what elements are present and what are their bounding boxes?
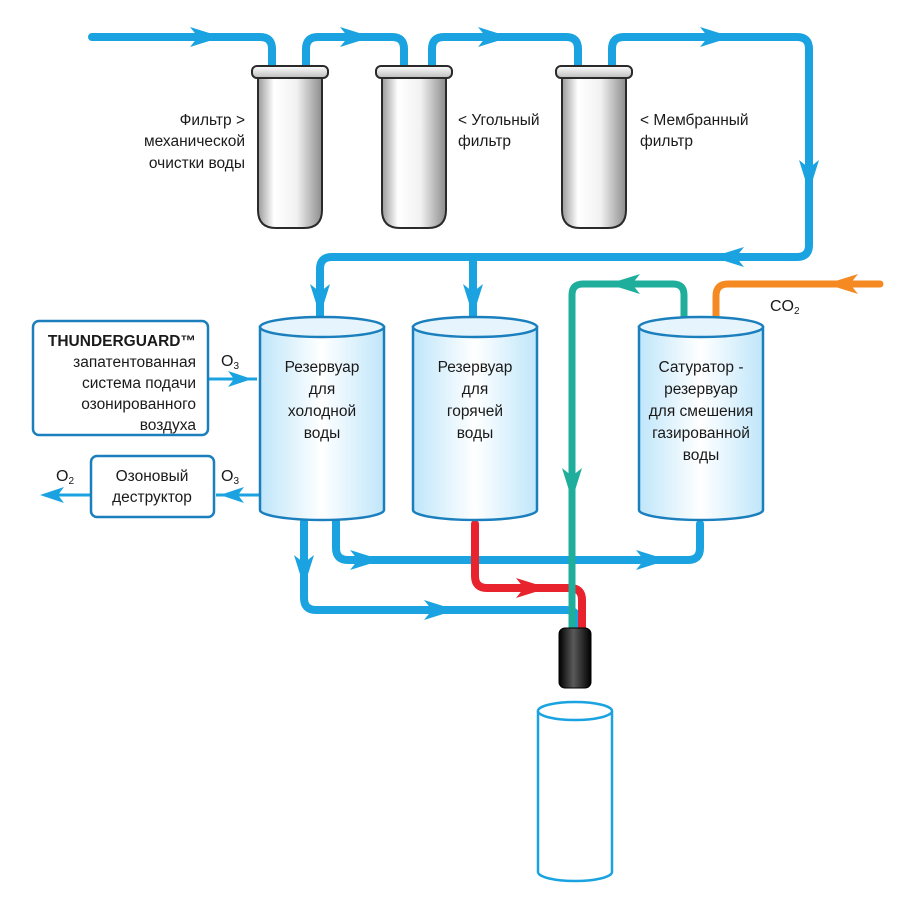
- glass: [536, 700, 614, 883]
- filter3-to-tanks-pipe: [316, 33, 813, 322]
- label-line: механической: [144, 133, 245, 150]
- flow-arrow-down: [562, 468, 582, 500]
- flow-arrow-right: [424, 600, 456, 620]
- o2-label: O2: [56, 468, 74, 487]
- gas-subscript: 3: [233, 476, 239, 487]
- co2-label: CO2: [770, 298, 800, 317]
- label-line: Сатуратор -: [658, 359, 743, 376]
- carbon-filter-label: < Угольный фильтр: [458, 112, 540, 150]
- flow-arrow-right: [350, 550, 382, 570]
- filter2-to-filter3-pipe: [428, 33, 582, 72]
- ozone-destructor-label: Озоновый деструктор: [112, 468, 192, 506]
- inlet-pipe: [88, 33, 276, 72]
- flow-arrow-down: [310, 284, 330, 316]
- flow-arrow-right: [478, 27, 510, 47]
- flow-arrow-down: [799, 160, 819, 192]
- label-line: запатентованная: [73, 354, 196, 371]
- label-line: Озоновый: [116, 468, 189, 485]
- label-line: < Угольный: [458, 112, 540, 129]
- label-line: газированной: [652, 425, 750, 442]
- hot-water-tank: [411, 315, 539, 522]
- label-line: резервуар: [664, 381, 738, 398]
- label-line: фильтр: [458, 133, 511, 150]
- label-line: горячей: [447, 403, 503, 420]
- gas-symbol: O: [56, 468, 68, 485]
- label-line: для смешения: [649, 403, 753, 420]
- flow-arrow-down: [294, 555, 314, 587]
- gas-subscript: 2: [794, 306, 800, 317]
- label-line: воды: [457, 425, 494, 442]
- gas-symbol: CO: [770, 298, 794, 315]
- gas-subscript: 2: [68, 476, 74, 487]
- hot-tank-label: Резервуар для горячей воды: [438, 359, 513, 442]
- flow-arrows: [40, 27, 858, 620]
- mechanical-filter-label: Фильтр > механической очистки воды: [144, 112, 245, 172]
- dispenser-nozzle: [558, 627, 592, 689]
- label-line: воды: [304, 425, 341, 442]
- label-line: озонированного: [81, 396, 196, 413]
- flow-arrow-right: [228, 371, 252, 387]
- label-line: Резервуар: [438, 359, 513, 376]
- carbon-filter: [375, 65, 453, 229]
- flow-arrow-left: [608, 274, 640, 294]
- saturator-tank: [637, 315, 765, 522]
- gas-symbol: O: [221, 353, 233, 370]
- ozone-destructor-box: [89, 454, 216, 519]
- flow-arrow-left: [826, 274, 858, 294]
- flow-arrow-left: [220, 487, 244, 503]
- cold-tank-label: Резервуар для холодной воды: [285, 359, 360, 442]
- label-line: очистки воды: [149, 155, 245, 172]
- flow-arrow-down: [463, 284, 483, 316]
- label-line: воздуха: [140, 417, 197, 434]
- flow-arrow-right: [636, 550, 668, 570]
- cold-water-tank: [258, 315, 386, 522]
- flow-arrow-right: [340, 27, 372, 47]
- label-line: система подачи: [82, 375, 196, 392]
- label-line: < Мембранный: [640, 112, 749, 129]
- thunderguard-box: [31, 319, 210, 437]
- cold-to-saturator-pipe: [332, 516, 704, 564]
- gas-subscript: 3: [233, 361, 239, 372]
- mechanical-filter: [251, 65, 329, 229]
- label-line: деструктор: [112, 489, 192, 506]
- label-line: фильтр: [640, 133, 693, 150]
- label-line: Фильтр >: [180, 112, 245, 129]
- saturator-label: Сатуратор - резервуар для смешения газир…: [649, 359, 753, 464]
- flow-arrow-right: [700, 27, 732, 47]
- hot-water-pipe: [471, 520, 586, 634]
- o3-output-label: O3: [221, 468, 239, 487]
- gas-symbol: O: [221, 468, 233, 485]
- label-line: Резервуар: [285, 359, 360, 376]
- membrane-filter: [555, 65, 633, 229]
- flow-arrow-left: [712, 247, 744, 267]
- flow-arrow-left: [40, 487, 64, 503]
- label-line: холодной: [288, 403, 356, 420]
- co2-pipe: [712, 280, 884, 324]
- label-line: воды: [683, 447, 720, 464]
- flow-arrow-right: [516, 578, 548, 598]
- thunderguard-label: THUNDERGUARD™ запатентованная система по…: [48, 333, 196, 434]
- flow-arrow-right: [190, 27, 222, 47]
- label-line: для: [309, 381, 335, 398]
- o3-input-label: O3: [221, 353, 239, 372]
- label-line: для: [462, 381, 488, 398]
- membrane-filter-label: < Мембранный фильтр: [640, 112, 749, 150]
- thunderguard-title: THUNDERGUARD™: [48, 333, 196, 350]
